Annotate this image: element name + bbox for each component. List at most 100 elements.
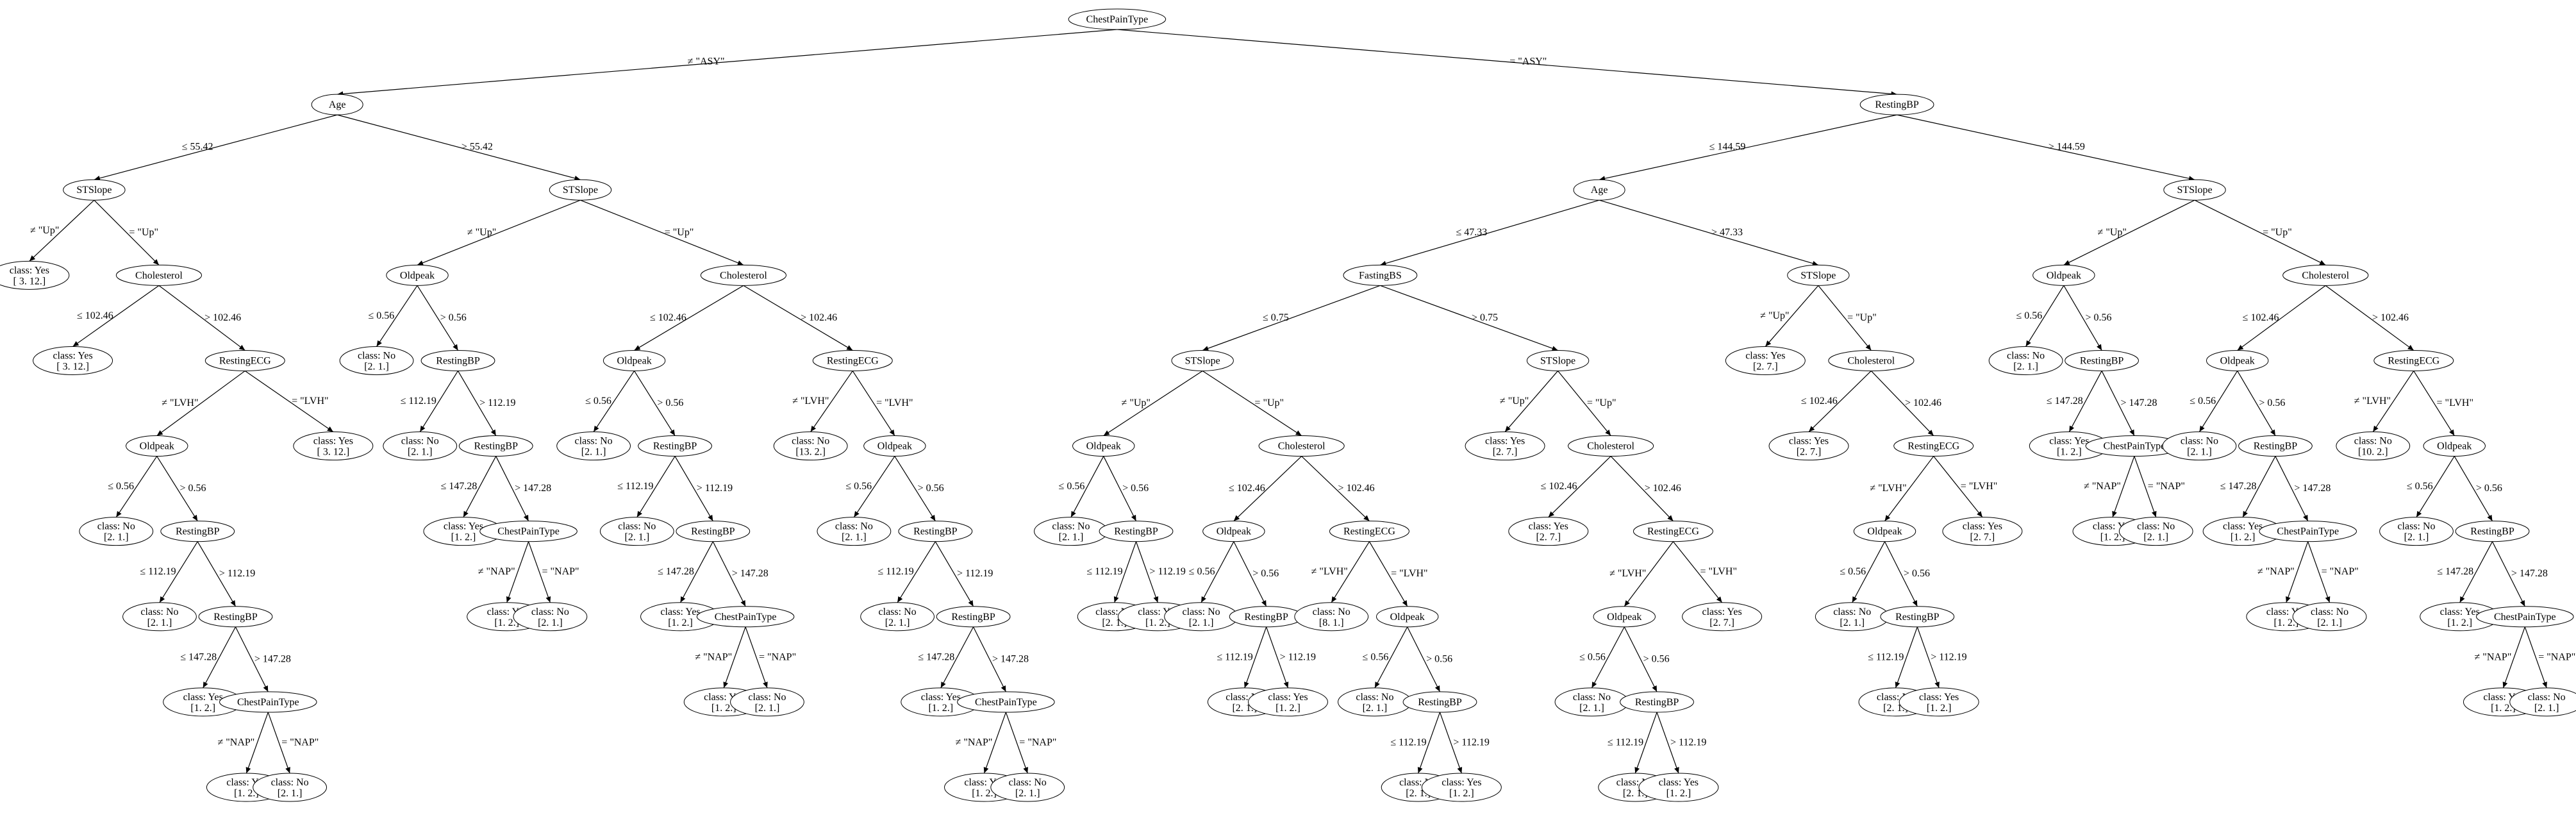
edge-arrowhead [2129, 429, 2134, 436]
node-ellipse [2282, 264, 2369, 286]
tree-node-stslope: STSlope [1787, 264, 1850, 286]
edge-arrowhead [1402, 599, 1408, 607]
node-label: RestingECG [1647, 526, 1699, 537]
edge-condition-label: > 0.56 [1122, 483, 1149, 494]
edge-condition-label: > 0.75 [1472, 312, 1498, 323]
edge-arrowhead [1548, 511, 1555, 517]
edge-condition-label: = "NAP" [1019, 737, 1056, 748]
edge-condition-label: > 112.19 [1280, 651, 1316, 662]
tree-edge [244, 370, 334, 433]
node-label: class: No [792, 436, 829, 447]
node-ellipse [1329, 521, 1409, 542]
tree-edge [1884, 456, 1934, 522]
edge-arrowhead [1113, 596, 1119, 603]
edge-condition-label: ≤ 0.56 [585, 396, 611, 406]
node-label: RestingBP [1895, 612, 1940, 623]
node-ellipse [1725, 346, 1806, 375]
tree-edge [1870, 371, 1934, 436]
leaf-node: class: No[2. 1.] [1338, 687, 1412, 717]
edge-arrowhead [2459, 596, 2465, 603]
node-ellipse [458, 435, 533, 457]
edge-condition-label: ≠ "Up" [30, 225, 59, 236]
edge-condition-label: > 0.56 [2085, 312, 2111, 323]
tree-node-restingecg: RestingECG [812, 349, 893, 371]
node-label: RestingECG [2388, 355, 2439, 366]
edge-condition-label: ≤ 0.56 [2016, 310, 2042, 321]
edge-condition-label: ≤ 147.28 [441, 481, 478, 492]
node-label: RestingBP [2254, 441, 2298, 452]
node-label: STSlope [76, 185, 112, 196]
tree-edge [1634, 712, 1658, 774]
edge-arrowhead [1363, 515, 1370, 521]
node-label: Cholesterol [1278, 441, 1325, 452]
tree-node-oldpeak: Oldpeak [2206, 349, 2269, 371]
edge-arrowhead [810, 425, 817, 432]
edge-arrowhead [1895, 682, 1900, 688]
node-ellipse [293, 432, 374, 461]
node-label: class: No [879, 607, 917, 617]
node-ellipse [253, 773, 328, 802]
node-class-counts: [ 3. 12.] [317, 447, 350, 458]
node-class-counts: [ 3. 12.] [56, 361, 89, 372]
edge-arrowhead [1812, 260, 1818, 266]
node-label: class: Yes [10, 265, 49, 276]
node-label: RestingBP [1875, 99, 1919, 110]
node-class-counts: [1. 2.] [928, 703, 953, 714]
node-class-counts: [2. 1.] [408, 447, 433, 458]
tree-edge [1418, 712, 1441, 774]
edge-condition-label: ≤ 0.56 [1363, 651, 1389, 662]
node-ellipse [2259, 521, 2357, 542]
tree-edge [634, 371, 676, 436]
tree-edge [1765, 285, 1819, 347]
tree-node-stslope: STSlope [549, 179, 612, 201]
edge-condition-label: ≤ 112.19 [1217, 651, 1253, 662]
edge-condition-label: ≤ 147.28 [918, 651, 954, 662]
node-class-counts: [2. 1.] [2317, 617, 2342, 628]
tree-edge [1114, 541, 1137, 603]
tree-edge [1331, 541, 1370, 603]
node-label: class: No [1573, 692, 1611, 703]
node-label: ChestPainType [2494, 612, 2556, 623]
node-label: class: No [140, 607, 178, 617]
tree-edge [2325, 285, 2414, 351]
edge-condition-label: > 0.56 [1904, 568, 1930, 579]
edge-arrowhead [327, 426, 333, 432]
edge-arrowhead [2270, 429, 2275, 436]
edge-arrowhead [2151, 510, 2157, 517]
tree-edge [1103, 456, 1137, 521]
node-ellipse [638, 435, 712, 457]
node-ellipse [1072, 435, 1135, 457]
leaf-node: class: Yes[1. 2.] [423, 517, 504, 546]
node-label: class: Yes [1789, 436, 1829, 447]
tree-edge [743, 285, 853, 351]
edge-arrowhead [1070, 510, 1076, 517]
tree-node-oldpeak: Oldpeak [2032, 264, 2095, 286]
node-ellipse [2032, 264, 2095, 286]
node-ellipse [479, 521, 578, 542]
edge-arrowhead [854, 510, 860, 517]
edge-condition-label: ≤ 0.56 [1840, 566, 1866, 577]
node-ellipse [1942, 517, 2023, 546]
edge-condition-label: ≤ 112.19 [1608, 737, 1643, 748]
tree-edge [506, 541, 529, 603]
leaf-node: class: Yes[ 3. 12.] [0, 260, 70, 290]
edge-condition-label: ≤ 147.28 [2047, 396, 2083, 406]
tree-edge [2372, 371, 2414, 432]
leaf-node: class: Yes[2. 7.] [1768, 432, 1849, 461]
edge-arrowhead [1652, 685, 1658, 692]
node-ellipse [700, 264, 787, 286]
node-label: RestingECG [219, 355, 271, 366]
edge-condition-label: ≠ "NAP" [2084, 481, 2121, 492]
node-label: class: No [2311, 607, 2348, 617]
node-ellipse [1294, 602, 1369, 632]
tree-edge [1599, 199, 1819, 265]
tree-node-cholesterol: Cholesterol [1828, 349, 1915, 371]
edge-condition-label: ≠ "ASY" [688, 56, 725, 67]
tree-node-oldpeak: Oldpeak [1593, 606, 1656, 628]
edge-condition-label: ≤ 0.56 [1059, 481, 1085, 492]
edge-arrowhead [2069, 425, 2075, 432]
node-ellipse [1620, 691, 1694, 713]
tree-edge [1897, 114, 2195, 180]
edge-condition-label: = "Up" [129, 227, 158, 238]
leaf-node: class: No[2. 1.] [860, 602, 935, 632]
